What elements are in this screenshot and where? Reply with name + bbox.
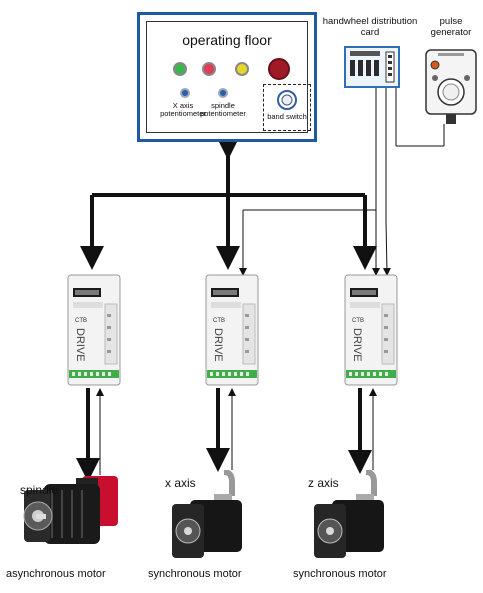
panel-title: operating floor — [182, 32, 272, 48]
x-axis-synchronous-motor-image — [172, 470, 242, 558]
drive-brand-label: CTB — [75, 318, 87, 324]
spindle-potentiometer-label: spindle potentiometer — [200, 101, 246, 118]
red-indicator-light — [202, 62, 216, 76]
drive-motor-lines — [76, 388, 377, 482]
drive-name-label: DRIVE — [212, 328, 224, 362]
z-axis-drive: CTB DRIVE — [344, 274, 398, 386]
x-axis-motor-type: synchronous motor — [148, 568, 242, 580]
drive-name-label: DRIVE — [74, 328, 86, 362]
operating-floor-panel: operating floor X axis potentiometer spi… — [137, 12, 317, 142]
handwheel-card-label: handwheel distribution card — [322, 16, 418, 38]
pulse-generator-icon[interactable] — [424, 48, 478, 128]
band-switch-box: band switch — [263, 84, 311, 131]
x-axis-label: x axis — [165, 476, 196, 490]
x-axis-potentiometer-knob[interactable] — [180, 88, 190, 98]
panel-inner-frame: operating floor X axis potentiometer spi… — [146, 21, 311, 133]
spindle-drive: CTB DRIVE — [67, 274, 121, 386]
spindle-motor-type: asynchronous motor — [6, 568, 106, 580]
handwheel-signal-lines — [239, 86, 445, 276]
pulse-generator-label: pulse generator — [430, 16, 472, 38]
emergency-stop-button[interactable] — [268, 58, 290, 80]
green-indicator-light — [173, 62, 187, 76]
yellow-indicator-light — [235, 62, 249, 76]
drive-brand-label: CTB — [213, 318, 225, 324]
z-axis-synchronous-motor-image — [314, 470, 384, 558]
spindle-axis-label: spindle — [20, 483, 59, 497]
x-axis-potentiometer-label: X axis potentiometer — [160, 101, 206, 118]
band-switch-label: band switch — [267, 112, 307, 121]
control-bus — [80, 136, 377, 270]
spindle-potentiometer-knob[interactable] — [218, 88, 228, 98]
handwheel-distribution-card-icon — [344, 46, 400, 88]
spindle-asynchronous-motor-image — [23, 476, 118, 544]
z-axis-motor-type: synchronous motor — [293, 568, 387, 580]
drive-name-label: DRIVE — [351, 328, 363, 362]
drive-brand-label: CTB — [352, 318, 364, 324]
z-axis-label: z axis — [308, 476, 339, 490]
x-axis-drive: CTB DRIVE — [205, 274, 259, 386]
band-switch-icon[interactable] — [276, 89, 298, 111]
